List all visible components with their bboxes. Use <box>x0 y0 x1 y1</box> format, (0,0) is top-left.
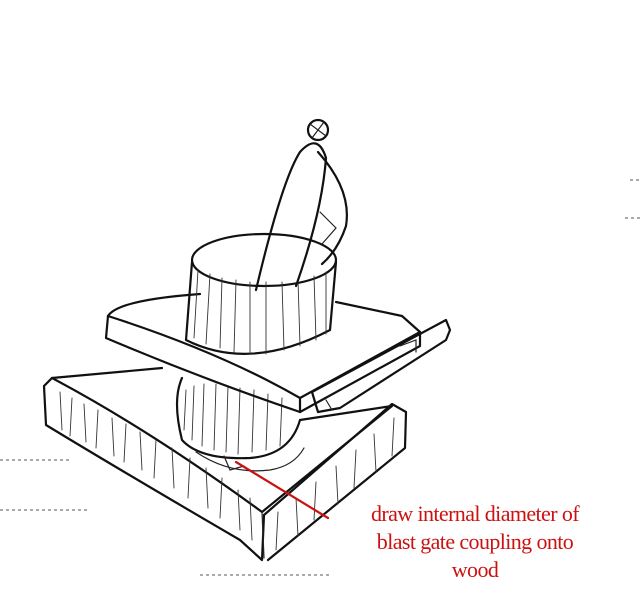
base-hole <box>175 376 305 472</box>
guide-lines <box>0 179 640 576</box>
gate-blade <box>310 318 452 414</box>
wood-base-block <box>42 366 408 562</box>
annotation-text: draw internal diameter of blast gate cou… <box>320 500 630 584</box>
coupling-cylinder <box>184 232 338 355</box>
annotation-line-3: wood <box>451 557 499 582</box>
annotation-line-1: draw internal diameter of <box>371 501 580 526</box>
annotation-line-2: blast gate coupling onto <box>376 529 574 554</box>
coupling-handle <box>254 118 348 292</box>
annotation-leader-line <box>234 460 330 520</box>
